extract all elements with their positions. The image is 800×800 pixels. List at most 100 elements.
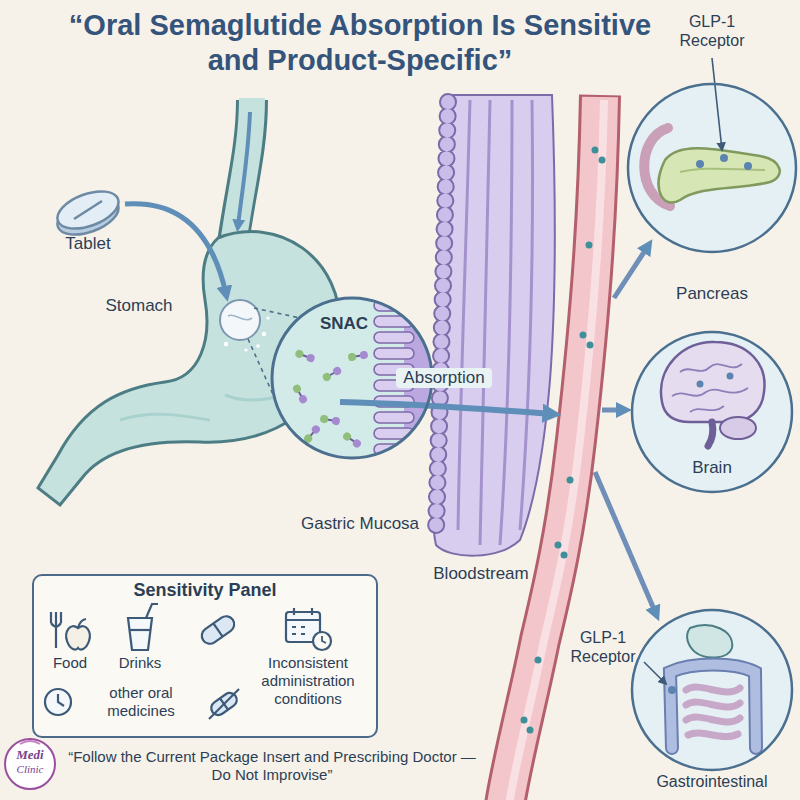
pancreas-drawing [696,160,704,168]
part-label: Stomach [96,296,182,316]
process-label: Absorption [396,368,492,388]
clock-icon [58,694,64,706]
blood-vessel [505,95,606,800]
dissolving-tablet [266,316,269,319]
organ-circle: GLP-1 ReceptorGastrointestinal [560,604,798,798]
food-icon [51,612,61,648]
brain-drawing [708,422,713,446]
receptor-pointers [644,662,666,684]
calendar-icon [313,632,331,650]
clock-icon [45,689,71,715]
blood-vessel [555,542,562,549]
snac-molecules [292,349,369,449]
snac-molecules [292,383,303,394]
gastric-mucosa [480,100,490,545]
brain-drawing [672,364,748,412]
panel-fill [32,574,378,738]
blood-vessel [567,477,574,484]
distribution-arrows [595,246,656,614]
drink-icon [128,604,158,650]
brain-drawing [720,417,756,439]
pancreas-drawing [644,128,779,206]
calendar-icon [292,627,305,634]
snac-molecules [321,366,342,383]
calendar-icon [286,608,331,650]
food-icon [51,612,90,650]
gastric-mucosa [458,100,470,530]
part-label: Gastric Mucosa [292,514,428,534]
drink-icon [128,618,152,650]
gastric-mucosa [500,100,512,545]
blood-vessel [587,342,594,349]
part-label: Bloodstream [430,564,532,584]
absorption-arrow [340,402,552,414]
circle-outline [628,84,796,252]
snac-molecules [292,383,309,404]
esophagus-arrow [238,112,250,226]
circle-outline [632,610,792,770]
capsule-icon [213,623,222,636]
blood-vessel [586,242,593,249]
panel-item: Food [40,654,100,672]
snac-molecules [359,350,368,359]
drink-icon [146,604,158,618]
gastric-mucosa [433,95,555,556]
food-icon [78,619,86,628]
organ-circle-fills [628,84,796,252]
distribution-arrows [595,472,656,614]
blood-vessel [509,100,604,800]
no-pill-icon [209,689,239,719]
blood-vessel [505,97,600,800]
snac-molecules [351,438,362,449]
snac-molecules [306,353,316,363]
organ-circle-fills [628,84,796,770]
gi-drawing [670,665,756,749]
snac-molecules [319,414,328,423]
receptor-label: GLP-1 Receptor [672,12,752,50]
clinic-logo [5,739,55,789]
esophagus [232,98,252,252]
brain-drawing [727,373,734,380]
gi-drawing [687,625,732,657]
organ-name: Pancreas [660,284,764,304]
zoom-interior [374,412,414,423]
food-icon [66,626,90,649]
tablet-arrow [125,204,226,294]
capsule-icon [199,613,238,647]
organ-name: Brain [662,458,762,478]
capsule-icon [199,613,238,647]
receptor-label: GLP-1 Receptor [566,628,640,666]
logo-text: Medi [8,747,52,763]
snac-molecules [347,352,356,361]
capsule-icon [199,613,238,647]
blood-vessel [561,552,568,559]
no-pill-icon [209,689,240,719]
blood-vessel [580,332,587,339]
dissolving-tablet [220,300,270,352]
receptor-pointers [712,58,722,150]
diagram-title: “Oral Semaglutide Absorption Is Sensitiv… [55,8,665,78]
diagram-caption: “Follow the Current Package Insert and P… [62,748,482,784]
clock-icon [45,689,71,715]
pancreas-drawing [744,162,752,170]
organ-name: Gastrointestinal [642,772,782,791]
tablet-pill [52,184,123,242]
circle-outline [632,332,792,492]
sensitivity-panel: Sensitivity PanelFoodDrinksother oral me… [32,574,378,738]
esophagus [232,98,252,252]
tablet-pill [52,184,123,236]
tablet-pill [74,201,102,219]
snac-molecules [342,431,353,442]
absorption-arrow [340,402,552,414]
snac-molecules [319,414,340,425]
panel-item: other oral medicines [80,684,202,720]
gi-drawing [668,625,756,748]
gastric-mucosa [520,100,533,530]
logo-text: Clinic [6,763,54,776]
panel-heading: Sensitivity Panel [34,580,376,602]
part-label: Tablet [50,234,126,254]
panel-item: Inconsistent administration conditions [245,654,371,708]
pancreas-drawing [720,154,728,162]
